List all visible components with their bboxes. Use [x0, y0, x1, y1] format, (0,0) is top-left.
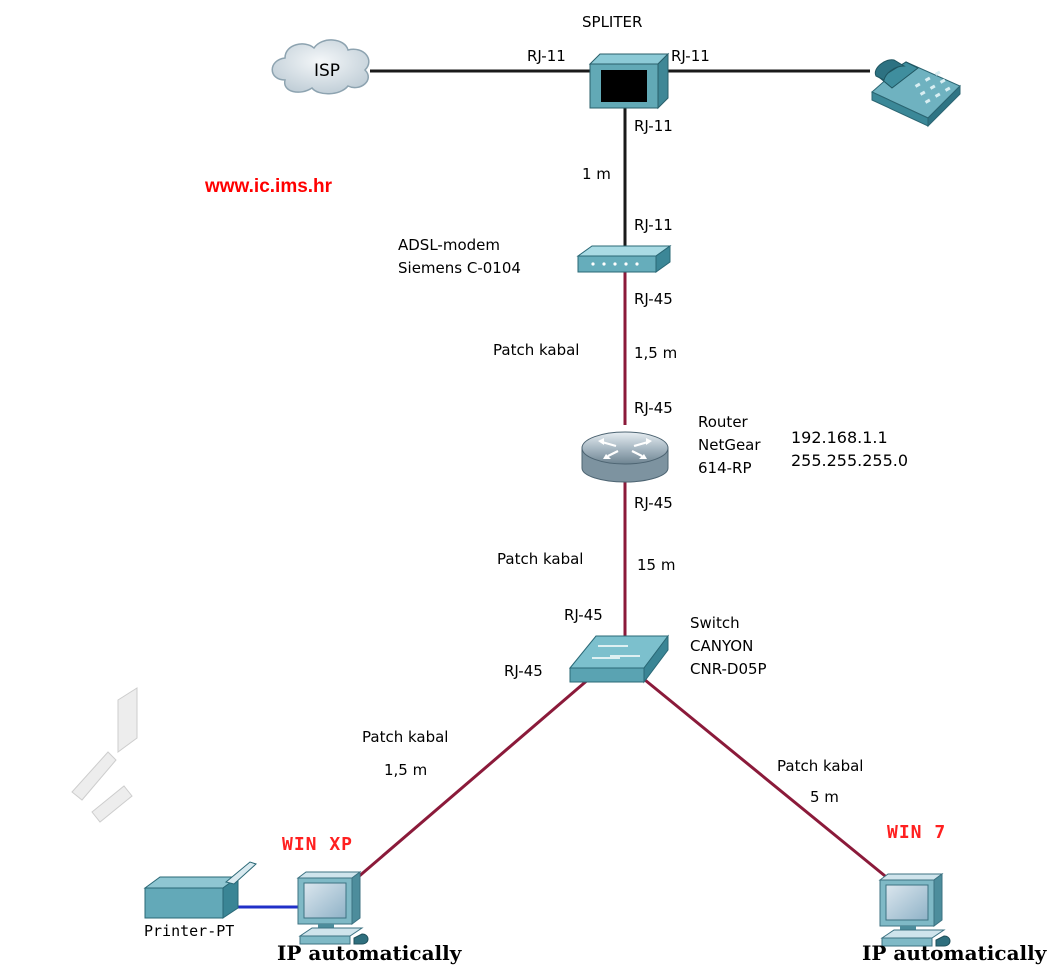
spliter-left-port-label: RJ-11 [527, 47, 566, 65]
switch-icon[interactable] [568, 634, 669, 684]
switch-name-line2: CANYON [690, 637, 754, 655]
cloud-icon[interactable] [271, 39, 370, 95]
win-xp-label: WIN XP [282, 834, 354, 855]
router-switch-cable-label: Patch kabal [497, 550, 584, 568]
spliter-label: SPLITER [582, 13, 643, 31]
win-7-label: WIN 7 [887, 822, 947, 843]
modem-router-length-label: 1,5 m [634, 344, 678, 362]
switch-win7-length-label: 5 m [810, 788, 839, 806]
win-7-ip-note: IP automatically [862, 941, 1047, 965]
spliter-modem-length-label: 1 m [582, 165, 611, 183]
router-top-port-label: RJ-45 [634, 399, 673, 417]
pc-icon[interactable] [878, 873, 951, 947]
switch-top-port-label: RJ-45 [564, 606, 603, 624]
router-icon[interactable] [581, 431, 669, 483]
spliter-bottom-port-label: RJ-11 [634, 117, 673, 135]
watermark [71, 687, 138, 823]
modem-icon[interactable] [576, 245, 672, 273]
router-ip-label: 192.168.1.1 [791, 428, 888, 447]
splitter-icon[interactable] [588, 52, 670, 110]
link-switch-win7 [644, 678, 891, 882]
pc-icon[interactable] [296, 871, 369, 945]
router-mask-label: 255.255.255.0 [791, 451, 909, 470]
modem-name-line1: ADSL-modem [398, 236, 500, 254]
switch-name-line1: Switch [690, 614, 740, 632]
printer-label: Printer-PT [144, 922, 235, 940]
switch-xp-length-label: 1,5 m [384, 761, 428, 779]
router-switch-length-label: 15 m [637, 556, 676, 574]
spliter-right-port-label: RJ-11 [671, 47, 710, 65]
win-xp-ip-note: IP automatically [277, 941, 462, 965]
modem-top-port-label: RJ-11 [634, 216, 673, 234]
switch-xp-cable-label: Patch kabal [362, 728, 449, 746]
printer-icon[interactable] [143, 861, 257, 919]
modem-router-cable-label: Patch kabal [493, 341, 580, 359]
router-name-line3: 614-RP [698, 459, 752, 477]
modem-name-line2: Siemens C-0104 [398, 259, 521, 277]
website-label: www.ic.ims.hr [205, 176, 333, 197]
router-bottom-port-label: RJ-45 [634, 494, 673, 512]
isp-label: ISP [314, 61, 341, 81]
router-name-line2: NetGear [698, 436, 761, 454]
switch-name-line3: CNR-D05P [690, 660, 767, 678]
switch-win7-cable-label: Patch kabal [777, 757, 864, 775]
telephone-icon[interactable] [871, 59, 961, 128]
router-name-line1: Router [698, 413, 748, 431]
modem-bottom-port-label: RJ-45 [634, 290, 673, 308]
link-switch-xp [356, 676, 591, 880]
switch-left-port-label: RJ-45 [504, 662, 543, 680]
